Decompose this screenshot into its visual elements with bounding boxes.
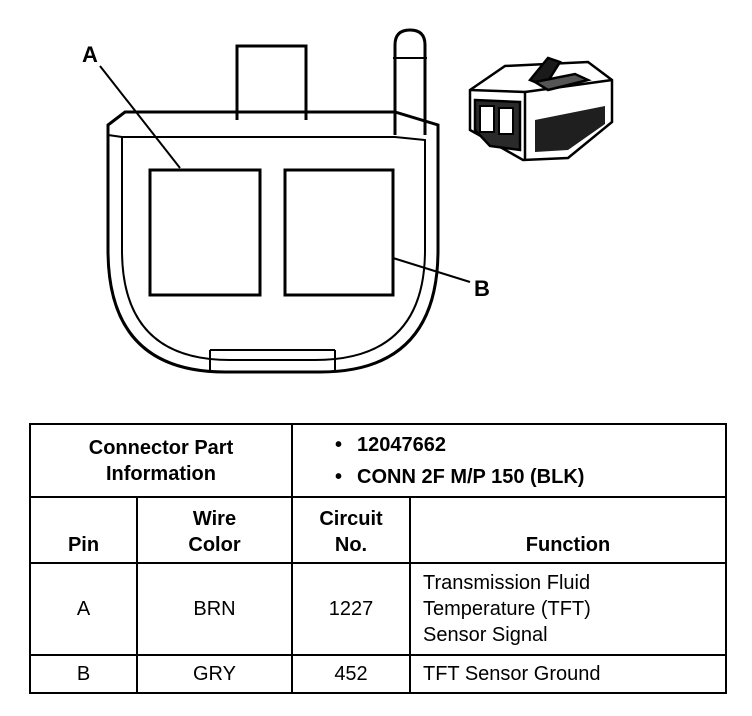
callout-b-leader [392,257,471,283]
connector-face-view [106,28,440,374]
connector-label-line1: Connector Part [88,436,234,459]
connector-label-line2: Information [106,462,216,485]
callout-a-leader [99,65,181,169]
connector-isometric-view [468,56,614,162]
connector-part-info-label: Connector Part Information [29,423,293,498]
connector-description: CONN 2F M/P 150 (BLK) [357,465,585,488]
wire-color-cell: BRN [136,562,293,656]
connector-pin-table: Connector Part Information •12047662 •CO… [29,423,728,694]
pin-cell: A [29,562,138,656]
table-row: B GRY 452 TFT Sensor Ground [29,654,728,694]
table-row: A BRN 1227 Transmission Fluid Temperatur… [29,562,728,656]
circuit-cell: 452 [291,654,411,694]
function-cell: Transmission Fluid Temperature (TFT) Sen… [408,562,728,656]
circuit-cell: 1227 [291,562,411,656]
callout-b-label: B [474,276,490,301]
function-cell: TFT Sensor Ground [408,654,728,694]
callout-a-label: A [82,42,98,67]
header-pin: Pin [29,496,138,564]
wire-color-cell: GRY [136,654,293,694]
part-number: 12047662 [357,433,446,456]
connector-diagram: A B [82,28,614,374]
header-function: Function [408,496,728,564]
pin-cell: B [29,654,138,694]
cavity-b [283,168,395,297]
connector-part-info-values: •12047662 •CONN 2F M/P 150 (BLK) [290,423,728,498]
cavity-a [148,168,262,297]
